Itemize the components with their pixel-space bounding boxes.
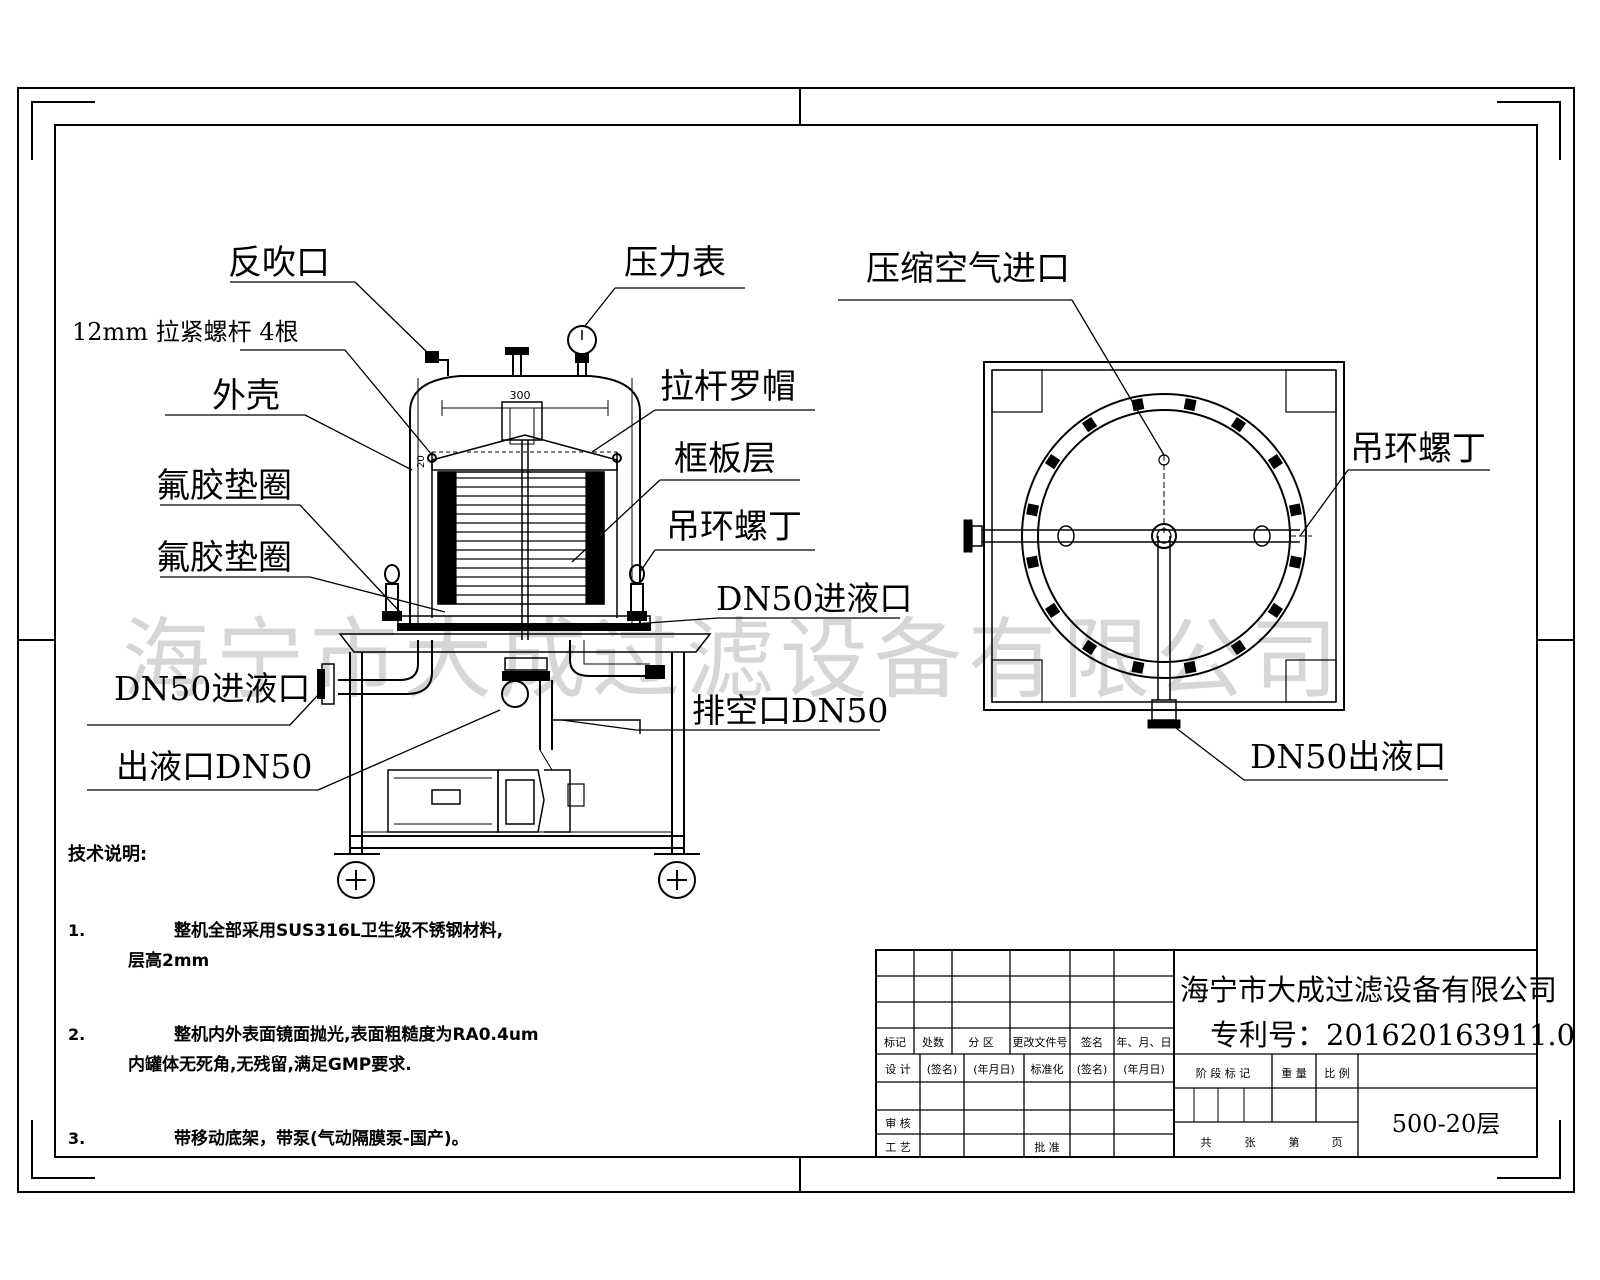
note-1-line-2: 层高2mm bbox=[128, 950, 209, 971]
label-outlet-left: 出液口DN50 bbox=[116, 747, 312, 786]
frame-plate-layers bbox=[437, 471, 605, 605]
clamp-icon bbox=[1026, 555, 1040, 569]
standardization-sign: (签名) bbox=[1077, 1062, 1108, 1076]
rev-header-doc: 更改文件号 bbox=[1013, 1035, 1068, 1049]
clamp-icon bbox=[1183, 660, 1197, 674]
clamp-icon bbox=[1131, 398, 1145, 412]
standardization-date: (年月日) bbox=[1123, 1062, 1165, 1076]
label-shell: 外壳 bbox=[212, 376, 280, 416]
label-inlet-center: DN50进液口 bbox=[716, 579, 912, 618]
flange-ring bbox=[1021, 393, 1307, 679]
note-1-line-1: 整机全部采用SUS316L卫生级不锈钢材料, bbox=[174, 920, 503, 941]
clamp-icon bbox=[1288, 555, 1302, 569]
label-frame-layer: 框板层 bbox=[674, 439, 776, 479]
note-2-line-2: 内罐体无死角,无残留,满足GMP要求. bbox=[128, 1054, 412, 1075]
clamp-icon bbox=[1183, 398, 1197, 412]
right-leader-lines bbox=[838, 299, 1490, 781]
clamp-icon bbox=[1081, 639, 1098, 656]
label-outlet-right: DN50出液口 bbox=[1250, 737, 1446, 776]
dimension-300-label: 300 bbox=[510, 389, 531, 402]
label-backblow-port: 反吹口 bbox=[228, 243, 330, 283]
plate-lines bbox=[456, 477, 586, 596]
clamp-icon bbox=[1230, 416, 1247, 433]
notes-title: 技术说明: bbox=[68, 843, 147, 865]
clamp-icon bbox=[1267, 453, 1284, 470]
sheet-page-label: 页 bbox=[1332, 1136, 1343, 1149]
label-vent: 排空口DN50 bbox=[692, 691, 888, 730]
scale-header: 比 例 bbox=[1324, 1066, 1350, 1080]
clamp-icon bbox=[1267, 602, 1284, 619]
company-name: 海宁市大成过滤设备有限公司 bbox=[1180, 973, 1557, 1007]
caster-wheel-icon bbox=[337, 861, 696, 899]
approve-label: 批 准 bbox=[1034, 1140, 1060, 1154]
filter-vessel-top-view bbox=[963, 361, 1345, 729]
label-tie-rods: 12mm 拉紧螺杆 4根 bbox=[72, 318, 299, 346]
label-compressed-air-inlet: 压缩空气进口 bbox=[866, 249, 1070, 289]
sheet-number-label: 第 bbox=[1289, 1135, 1300, 1149]
sheet-total-label: 共 bbox=[1201, 1136, 1212, 1149]
rev-header-mark: 标记 bbox=[884, 1035, 906, 1049]
note-2-number: 2. bbox=[68, 1025, 85, 1044]
note-1-number: 1. bbox=[68, 921, 85, 940]
label-lifting-eye-bolt-left: 吊环螺丁 bbox=[666, 507, 802, 547]
design-sign: (签名) bbox=[927, 1062, 958, 1076]
left-leader-lines bbox=[87, 281, 900, 791]
rev-header-count: 处数 bbox=[922, 1036, 944, 1049]
label-gasket-1: 氟胶垫圈 bbox=[156, 466, 292, 506]
dimension-20-label: 20 bbox=[416, 455, 427, 468]
rev-header-sign: 签名 bbox=[1081, 1035, 1103, 1049]
backblow-valve-icon bbox=[436, 359, 449, 376]
note-3-number: 3. bbox=[68, 1129, 85, 1148]
process-label: 工 艺 bbox=[885, 1141, 911, 1154]
standardization-label: 标准化 bbox=[1031, 1062, 1064, 1076]
stage-mark-header: 阶 段 标 记 bbox=[1196, 1066, 1251, 1080]
clamp-icon bbox=[1288, 503, 1302, 517]
design-date: (年月日) bbox=[973, 1062, 1015, 1076]
patent-number: 专利号：201620163911.0 bbox=[1210, 1018, 1575, 1052]
pump-motor-icon bbox=[387, 749, 585, 833]
clamp-icon bbox=[1081, 416, 1098, 433]
rev-header-zone: 分 区 bbox=[968, 1036, 994, 1049]
label-tie-rod-nut: 拉杆罗帽 bbox=[660, 367, 796, 407]
sheet-unit-label: 张 bbox=[1245, 1136, 1256, 1149]
note-3-line-1: 带移动底架，带泵(气动隔膜泵-国产)。 bbox=[174, 1128, 469, 1149]
label-gasket-2: 氟胶垫圈 bbox=[156, 538, 292, 578]
note-2-line-1: 整机内外表面镜面抛光,表面粗糙度为RA0.4um bbox=[174, 1024, 539, 1045]
clamp-icon bbox=[1026, 503, 1040, 517]
review-label: 审 核 bbox=[885, 1116, 911, 1130]
model-number: 500-20层 bbox=[1392, 1110, 1500, 1138]
clamp-icon bbox=[1044, 453, 1061, 470]
weight-header: 重 量 bbox=[1281, 1066, 1307, 1080]
rev-header-date: 年、月、日 bbox=[1117, 1035, 1172, 1049]
clamp-icon bbox=[1131, 660, 1145, 674]
design-label: 设 计 bbox=[885, 1063, 911, 1076]
inlet-pipe bbox=[338, 640, 419, 681]
clamp-icon bbox=[1044, 602, 1061, 619]
clamp-icon bbox=[1230, 639, 1247, 656]
title-block bbox=[875, 949, 1538, 1158]
ring-clamps bbox=[1026, 398, 1302, 674]
label-pressure-gauge: 压力表 bbox=[624, 243, 726, 283]
drawing-frame bbox=[17, 87, 1575, 1193]
vessel-shell bbox=[409, 375, 641, 625]
label-lifting-eye-bolt-right: 吊环螺丁 bbox=[1350, 429, 1486, 469]
mobile-base-frame bbox=[334, 652, 700, 855]
label-inlet-left: DN50进液口 bbox=[114, 669, 310, 708]
